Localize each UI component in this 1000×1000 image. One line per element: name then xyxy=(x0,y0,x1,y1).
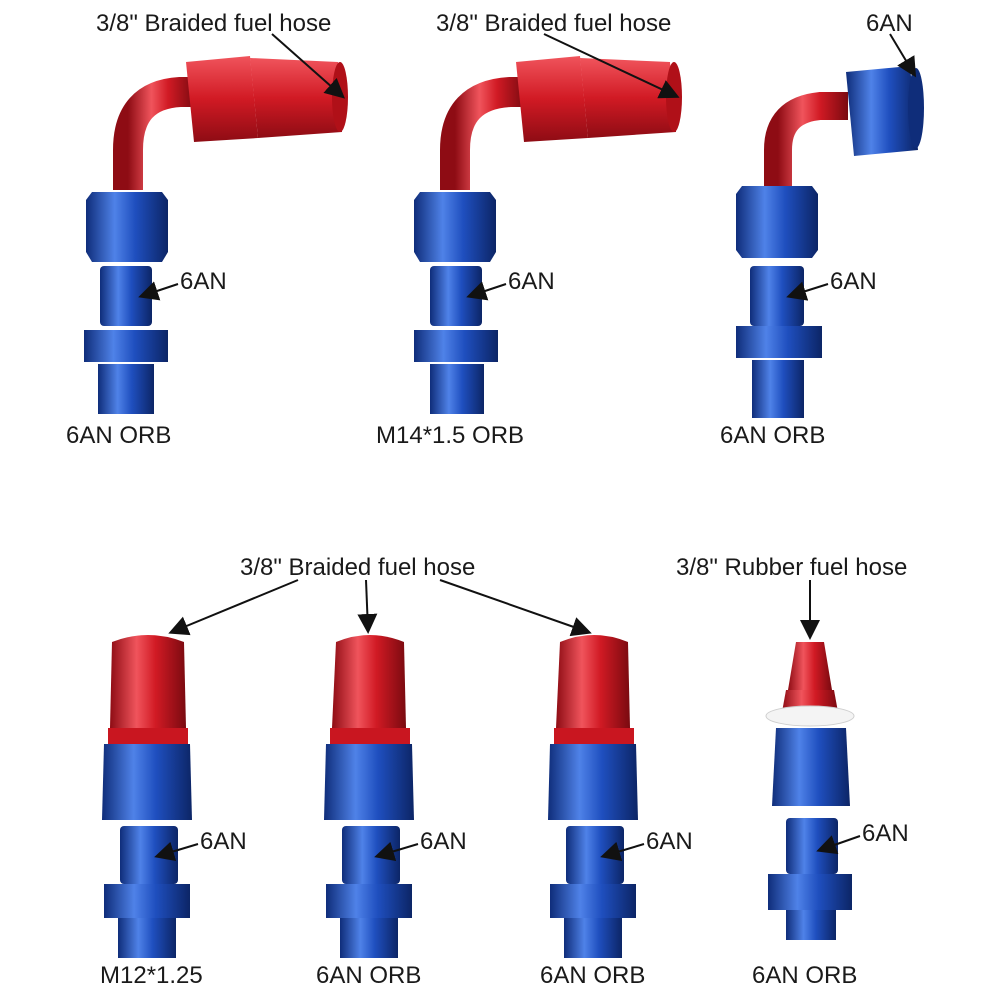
fitting-straight-2 xyxy=(324,635,414,958)
caption-1: 6AN ORB xyxy=(66,422,172,449)
hose-label-bottom-rubber: 3/8" Rubber fuel hose xyxy=(676,554,908,581)
an-label-2: 6AN xyxy=(508,268,555,295)
an-label-5: 6AN xyxy=(420,828,467,855)
fitting-push-lock xyxy=(765,642,855,940)
an-label-3: 6AN xyxy=(830,268,877,295)
caption-2: M14*1.5 ORB xyxy=(376,422,525,449)
fitting-90deg-2 xyxy=(414,56,682,414)
hose-label-top-1: 3/8" Braided fuel hose xyxy=(96,10,332,37)
caption-7: 6AN ORB xyxy=(752,962,858,989)
an-label-top-3-inlet: 6AN xyxy=(866,10,913,37)
an-label-1: 6AN xyxy=(180,268,227,295)
caption-6: 6AN ORB xyxy=(540,962,646,989)
an-label-4: 6AN xyxy=(200,828,247,855)
caption-4: M12*1.25 xyxy=(100,962,203,989)
caption-3: 6AN ORB xyxy=(720,422,826,449)
leader-lines xyxy=(138,33,917,861)
hose-label-top-2: 3/8" Braided fuel hose xyxy=(436,10,672,37)
an-label-7: 6AN xyxy=(862,820,909,847)
fitting-90deg-1 xyxy=(84,56,348,414)
an-label-6: 6AN xyxy=(646,828,693,855)
caption-5: 6AN ORB xyxy=(316,962,422,989)
hose-label-bottom-braided: 3/8" Braided fuel hose xyxy=(240,554,476,581)
fitting-90deg-3 xyxy=(736,66,924,418)
fitting-straight-3 xyxy=(548,635,638,958)
fitting-straight-1 xyxy=(102,635,192,958)
